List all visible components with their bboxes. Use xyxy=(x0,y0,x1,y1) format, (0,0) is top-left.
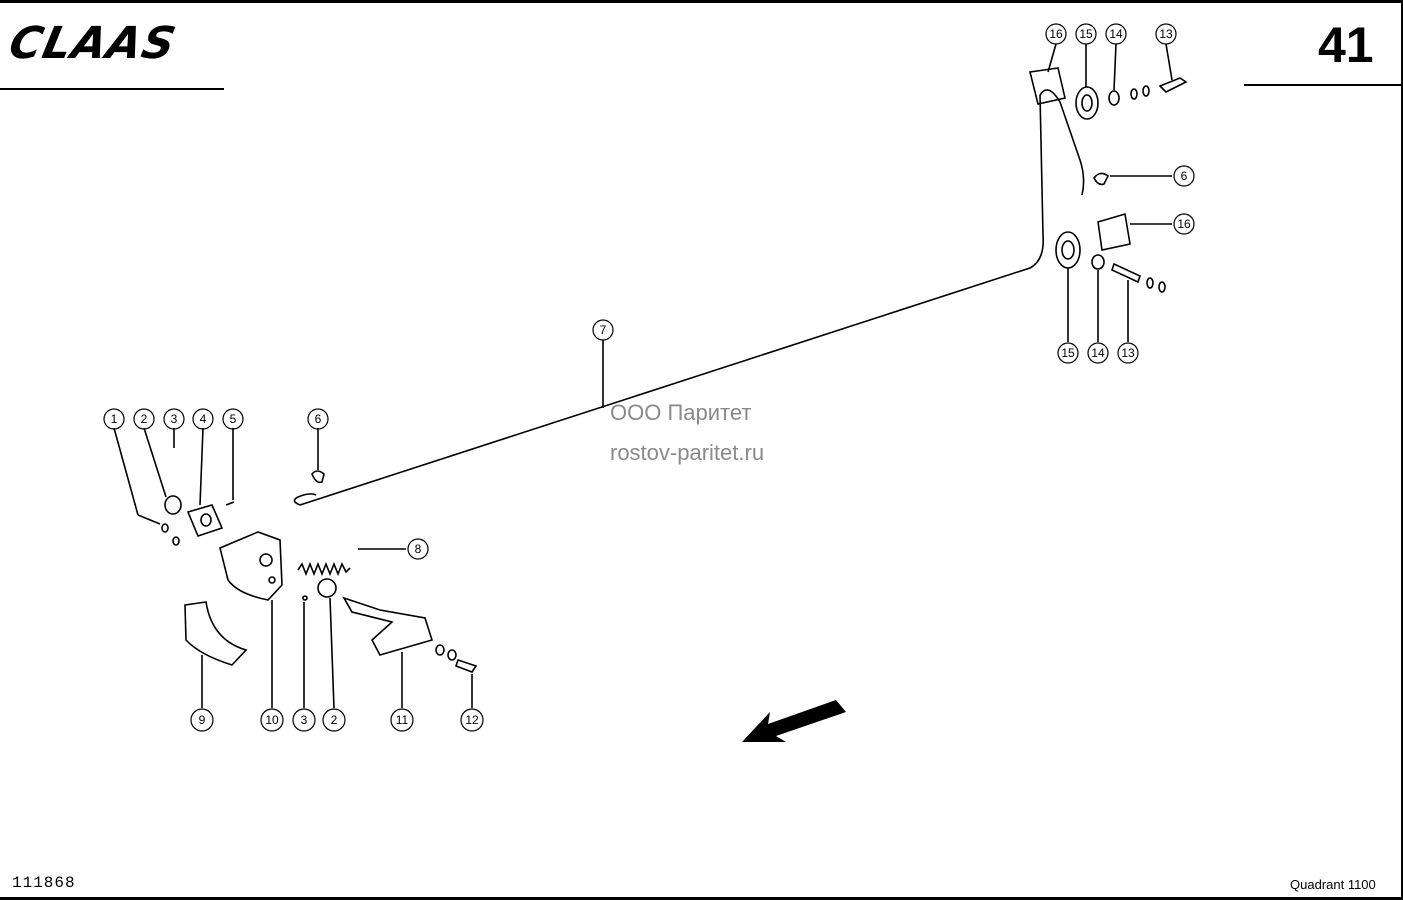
callout-label: 2 xyxy=(331,713,338,727)
bolt-13-upper xyxy=(1158,77,1188,93)
callout-label: 13 xyxy=(1159,27,1173,41)
callout-balloon-12 xyxy=(460,708,484,732)
callout-balloon-14 xyxy=(1105,23,1127,45)
callout-label: 2 xyxy=(141,412,148,426)
page-number: 41 xyxy=(1318,17,1374,73)
callout-label: 9 xyxy=(199,713,206,727)
bolt-13-lower xyxy=(1111,262,1141,284)
callout-label: 7 xyxy=(600,323,607,337)
callout-balloon-2 xyxy=(133,408,155,430)
cable-loop-left xyxy=(293,493,317,506)
frame-border-right xyxy=(1401,0,1403,900)
frame-border-top xyxy=(0,0,1403,3)
direction-arrow-icon xyxy=(742,700,846,742)
bushing-14-lower xyxy=(1091,254,1105,270)
callout-balloon-15b xyxy=(1057,342,1079,364)
callout-label: 10 xyxy=(265,713,279,727)
callout-balloon-15 xyxy=(1075,23,1097,45)
plate-part-9 xyxy=(184,601,248,666)
nut-part-2 xyxy=(164,495,182,515)
bushing-14-upper xyxy=(1108,90,1120,106)
callout-balloon-4 xyxy=(192,408,214,430)
bracket-16-upper xyxy=(1029,67,1066,105)
callout-balloon-6 xyxy=(307,408,329,430)
callout-balloon-16b xyxy=(1173,213,1195,235)
callout-balloon-11 xyxy=(390,708,414,732)
watermark-url: rostov-paritet.ru xyxy=(610,440,765,465)
callout-balloon-13 xyxy=(1155,23,1177,45)
callout-balloon-16 xyxy=(1045,23,1067,45)
callout-balloon-1 xyxy=(103,408,125,430)
callout-balloon-10 xyxy=(260,708,284,732)
callout-balloon-9 xyxy=(190,708,214,732)
screw-part-1 xyxy=(137,514,161,525)
callout-label: 3 xyxy=(301,713,308,727)
callout-label: 5 xyxy=(230,412,237,426)
callout-label: 8 xyxy=(415,542,422,556)
cover-part-10 xyxy=(219,531,283,601)
callout-balloon-5 xyxy=(222,408,244,430)
callout-balloon-2b xyxy=(322,708,346,732)
callout-balloon-13b xyxy=(1117,342,1139,364)
callout-balloon-7 xyxy=(592,319,614,341)
callout-balloon-6b xyxy=(1173,165,1195,187)
callout-balloon-14b xyxy=(1087,342,1109,364)
spring-part-8 xyxy=(297,561,351,577)
frame-border-bottom xyxy=(0,897,1403,900)
drawing-number: 111868 xyxy=(12,874,76,892)
callout-label: 14 xyxy=(1091,346,1105,360)
callout-label: 6 xyxy=(315,412,322,426)
callout-label: 16 xyxy=(1177,217,1191,231)
nut-part-2-lower xyxy=(317,578,337,598)
cable-upper-end xyxy=(1039,89,1085,196)
model-label: Quadrant 1100 xyxy=(1290,877,1376,892)
bolt-part-12 xyxy=(454,658,478,673)
callout-balloon-3b xyxy=(292,708,316,732)
callout-balloon-8 xyxy=(407,538,429,560)
callout-label: 11 xyxy=(396,713,409,727)
bracket-16-lower xyxy=(1097,212,1131,251)
callout-label: 1 xyxy=(111,412,118,426)
callout-label: 14 xyxy=(1109,27,1123,41)
callout-label: 13 xyxy=(1121,346,1135,360)
callout-label: 12 xyxy=(465,713,479,727)
callout-label: 6 xyxy=(1181,169,1188,183)
pin-part-5 xyxy=(225,501,235,506)
clip-6-left xyxy=(311,470,325,484)
callout-label: 3 xyxy=(171,412,178,426)
clip-6-right xyxy=(1093,172,1110,186)
watermark-company: ООО Паритет xyxy=(610,400,752,425)
callout-label: 15 xyxy=(1061,346,1075,360)
callout-label: 15 xyxy=(1079,27,1093,41)
lever-part-11 xyxy=(342,596,434,656)
cable-part-7 xyxy=(299,94,1045,506)
callout-label: 4 xyxy=(200,412,207,426)
pulley-15-lower xyxy=(1055,231,1081,269)
callout-label: 16 xyxy=(1049,27,1063,41)
header-rule-left xyxy=(0,88,224,90)
callout-balloon-3 xyxy=(163,408,185,430)
header-rule-right xyxy=(1244,84,1403,86)
flange-part-4 xyxy=(186,504,224,537)
pulley-15-upper xyxy=(1075,86,1099,120)
